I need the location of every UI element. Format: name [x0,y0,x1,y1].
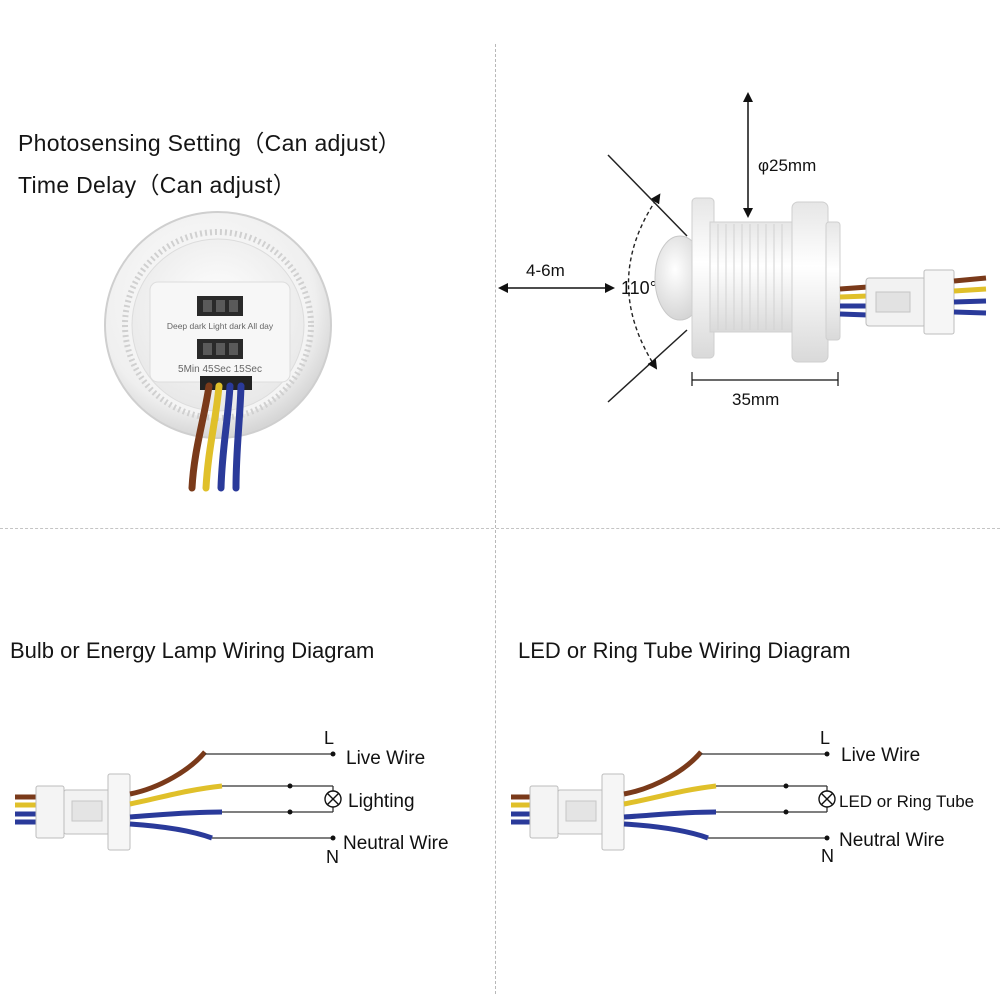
blue-wire-1 [217,382,234,492]
led-yellow-wire [623,783,717,807]
bulb-connector-left [35,785,65,839]
angle-label: 110° [621,278,657,298]
bulb-load-label: Lighting [348,791,415,812]
led-L-label: L [820,728,830,748]
led-blue-wire-1 [623,809,717,820]
led-wiring-diagram: L Live Wire LED or Ring Tube Neutral Wir… [511,728,974,866]
dim-brown-wire [839,284,869,292]
dim-blue-wire-2 [839,311,869,318]
length-label: 35mm [732,390,779,409]
bulb-blue-wire-1 [129,809,223,820]
detection-cone-lower [607,329,688,403]
bulb-yellow-wire [129,783,223,807]
detection-cone-upper [607,154,688,237]
time-delay-switch-labels: 5Min 45Sec 15Sec [178,364,262,375]
sensor-nut [791,201,829,363]
led-N-label: N [821,846,834,866]
bulb-connector-right [107,773,131,851]
led-neutral-label: Neutral Wire [839,830,945,851]
bulb-blue-wire-2 [129,821,213,841]
sensor-cap [825,221,841,341]
led-live-label: Live Wire [841,745,920,766]
brown-wire [188,382,213,492]
bulb-N-label: N [326,847,339,867]
bulb-L-label: L [324,728,334,748]
led-connector-right [601,773,625,851]
yellow-wire [202,382,223,492]
bulb-wiring-diagram: L Live Wire Lighting Neutral Wire N [15,728,449,867]
bulb-live-label: Live Wire [346,748,425,769]
led-blue-wire-2 [623,821,709,841]
bulb-brown-wire [129,750,207,797]
led-connector-left [529,785,559,839]
led-brown-wire [623,750,703,797]
horizontal-divider [0,528,1000,529]
led-load-label: LED or Ring Tube [839,792,974,811]
vertical-divider [495,44,496,994]
bulb-neutral-label: Neutral Wire [343,833,449,854]
photosensing-switch-labels: Deep dark Light dark All day [167,321,274,331]
bulb-wiring-title: Bulb or Energy Lamp Wiring Diagram [10,638,375,663]
blue-wire-2 [232,382,245,492]
range-label: 4-6m [526,261,565,280]
sensor-dimension-diagram: 110° 4-6m φ25mm 35mm [498,92,987,409]
dim-yellow-wire [839,293,869,300]
led-wiring-title: LED or Ring Tube Wiring Diagram [518,638,851,663]
sensor-thread [709,221,795,333]
photosensing-title: Photosensing Setting（Can adjust） [18,130,401,156]
angle-arc [627,193,661,370]
time-delay-title: Time Delay（Can adjust） [18,172,297,198]
sensor-back-view: Deep dark Light dark All day 5Min 45Sec … [104,211,332,492]
diameter-label: φ25mm [758,156,816,175]
